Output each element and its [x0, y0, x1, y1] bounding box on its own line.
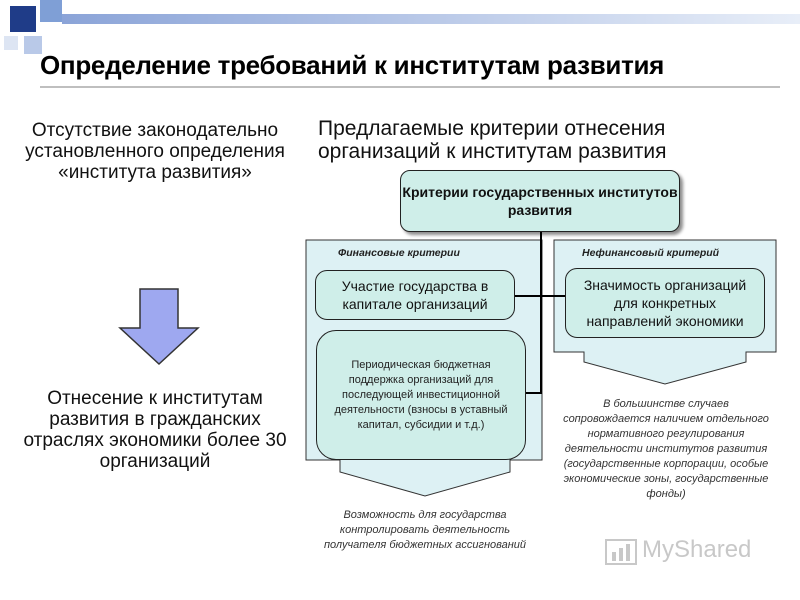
- decor-square-4: [4, 36, 18, 50]
- nonfinancial-criterion-label: Нефинансовый критерий: [582, 247, 720, 259]
- connector-to-item2: [525, 392, 542, 394]
- state-capital-participation-box: Участие государства в капитале организац…: [315, 270, 515, 320]
- criteria-top-box: Критерии государственных институтов разв…: [400, 170, 680, 232]
- decor-square-2: [40, 0, 62, 22]
- financial-note: Возможность для государства контролирова…: [323, 509, 527, 551]
- decor-square-3: [24, 36, 42, 54]
- budget-support-box: Периодическая бюджетная поддержка органи…: [316, 330, 526, 460]
- connector-vertical: [540, 232, 542, 394]
- decor-square-1: [10, 6, 36, 32]
- header-band: [62, 14, 800, 24]
- connector-to-item1: [515, 295, 542, 297]
- nonfinancial-note: В большинстве случаев сопровождается нал…: [563, 398, 769, 500]
- criteria-heading: Предлагаемые критерии отнесения организа…: [318, 117, 667, 163]
- title-divider: [40, 86, 780, 88]
- left-bottom-text: Отнесение к институтам развития в гражда…: [23, 388, 287, 472]
- economic-significance-box: Значимость организаций для конкретных на…: [565, 268, 765, 338]
- connector-to-nonfin: [540, 295, 566, 297]
- down-arrow-icon: [118, 288, 200, 366]
- financial-criteria-label: Финансовые критерии: [338, 247, 460, 259]
- left-top-text: Отсутствие законодательно установленного…: [25, 120, 285, 183]
- chart-logo-icon: [605, 539, 637, 565]
- watermark-text: MyShared: [642, 536, 752, 563]
- page-title: Определение требований к институтам разв…: [40, 50, 665, 80]
